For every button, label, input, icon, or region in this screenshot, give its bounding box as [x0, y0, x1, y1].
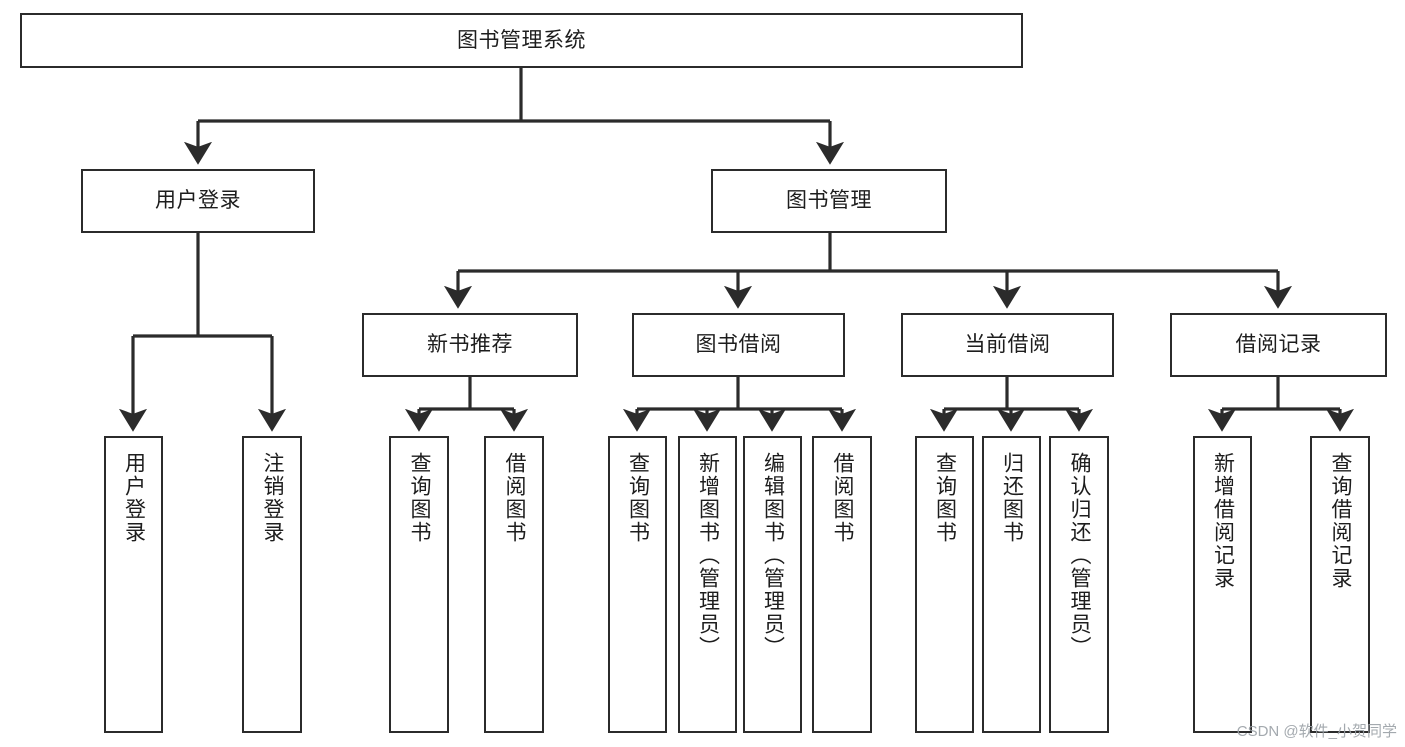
node-label: 借阅图书: [503, 452, 527, 544]
node-book-management[interactable]: 图书管理: [711, 169, 947, 233]
node-label: 图书借阅: [695, 333, 782, 357]
leaf-current-query-book[interactable]: 查询图书: [915, 436, 974, 733]
node-label: 确认归还（管理员）: [1068, 452, 1092, 659]
node-label: 借阅记录: [1235, 333, 1322, 357]
node-label: 用户登录: [155, 189, 241, 213]
leaf-new-book-borrow[interactable]: 借阅图书: [484, 436, 544, 733]
node-label: 图书管理: [786, 189, 872, 213]
node-label: 注销登录: [261, 452, 285, 544]
node-book-borrow[interactable]: 图书借阅: [632, 313, 845, 377]
leaf-user-login-logout[interactable]: 注销登录: [242, 436, 302, 733]
node-label: 查询图书: [933, 452, 957, 544]
node-user-login[interactable]: 用户登录: [81, 169, 315, 233]
node-label: 新增图书（管理员）: [696, 452, 720, 659]
leaf-borrow-query-book[interactable]: 查询图书: [608, 436, 667, 733]
node-label: 查询图书: [626, 452, 650, 544]
node-label: 借阅图书: [831, 452, 855, 544]
node-borrow-record[interactable]: 借阅记录: [1170, 313, 1387, 377]
node-label: 编辑图书（管理员）: [761, 452, 785, 659]
node-label: 图书管理系统: [457, 28, 586, 52]
leaf-borrow-add-book[interactable]: 新增图书（管理员）: [678, 436, 737, 733]
node-label: 新增借阅记录: [1211, 452, 1235, 590]
node-label: 查询借阅记录: [1329, 452, 1353, 590]
leaf-record-query[interactable]: 查询借阅记录: [1310, 436, 1370, 733]
node-current-borrow[interactable]: 当前借阅: [901, 313, 1114, 377]
leaf-borrow-borrow-book[interactable]: 借阅图书: [812, 436, 872, 733]
node-label: 查询图书: [408, 452, 432, 544]
leaf-user-login-login[interactable]: 用户登录: [104, 436, 163, 733]
node-label: 归还图书: [1000, 452, 1024, 544]
leaf-new-book-query[interactable]: 查询图书: [389, 436, 449, 733]
leaf-current-confirm-return[interactable]: 确认归还（管理员）: [1049, 436, 1109, 733]
node-new-book-recommend[interactable]: 新书推荐: [362, 313, 578, 377]
node-label: 用户登录: [122, 452, 146, 544]
leaf-record-add[interactable]: 新增借阅记录: [1193, 436, 1252, 733]
leaf-borrow-edit-book[interactable]: 编辑图书（管理员）: [743, 436, 802, 733]
node-root-system[interactable]: 图书管理系统: [20, 13, 1023, 68]
leaf-current-return-book[interactable]: 归还图书: [982, 436, 1041, 733]
watermark-text: CSDN @软件_小贺同学: [1236, 723, 1397, 740]
node-label: 当前借阅: [964, 333, 1051, 357]
node-label: 新书推荐: [427, 333, 513, 357]
